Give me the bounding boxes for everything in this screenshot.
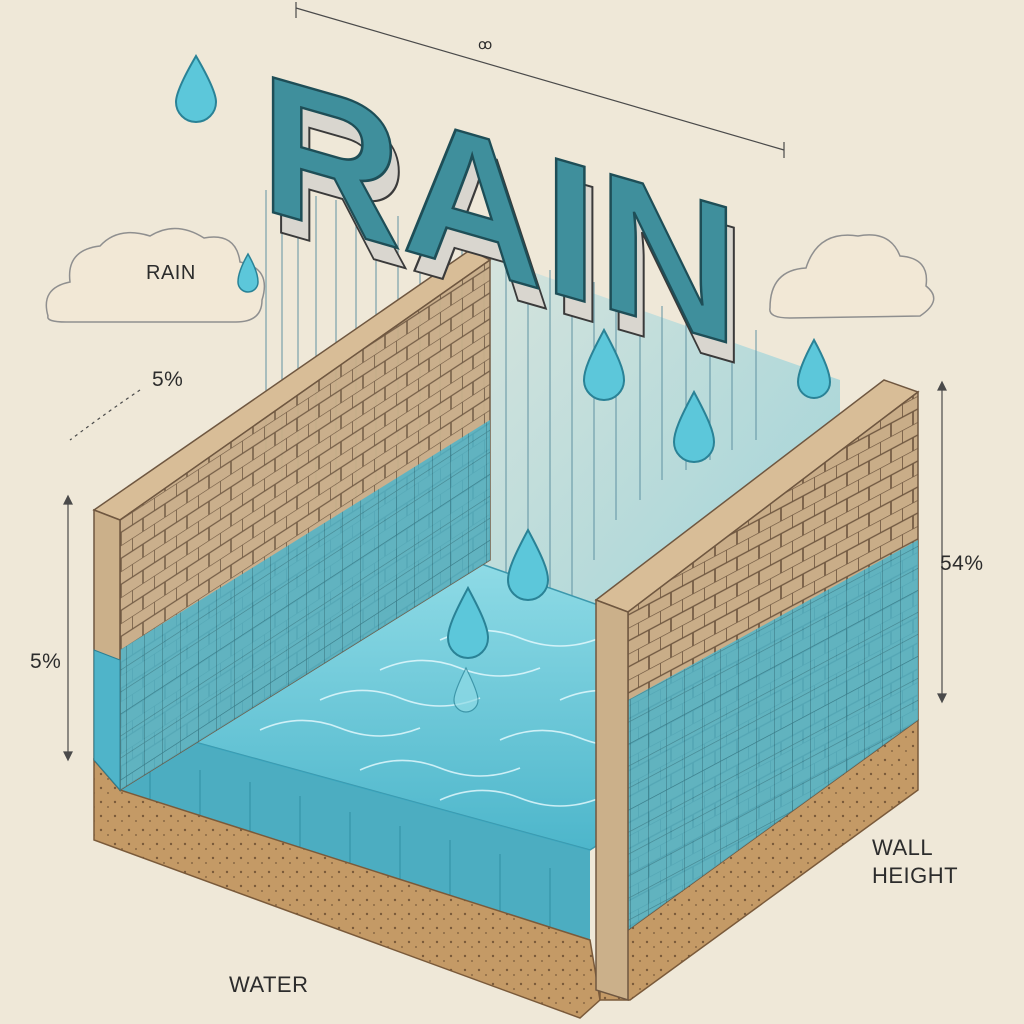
- cloud-icon-left: [45, 227, 266, 323]
- water-cross-section: [120, 738, 590, 940]
- left-wall-tiled-band: [120, 420, 490, 790]
- cloud-rain-label: RAIN: [146, 262, 196, 284]
- left-upper-percent-label: 5%: [152, 368, 184, 391]
- wall-height-label: WALL HEIGHT: [872, 835, 959, 888]
- raindrop-icon: [446, 585, 490, 659]
- raindrop-icon: [796, 337, 832, 399]
- top-dimension-label: ꝏ: [478, 36, 493, 52]
- water-label: WATER: [229, 972, 309, 997]
- raindrop-icon: [174, 54, 218, 123]
- raindrop-icon: [453, 666, 479, 713]
- left-wall-end-water: [93, 649, 121, 792]
- right-wall-tiled-band: [628, 540, 918, 930]
- right-wall-end: [595, 598, 629, 1002]
- raindrop-icon: [237, 252, 259, 293]
- right-percent-label: 54%: [940, 552, 984, 575]
- raindrop-icon: [506, 527, 550, 601]
- cloud-icon-right: [769, 234, 935, 319]
- raindrop-icon: [672, 389, 716, 463]
- dimension-lines: [63, 2, 947, 762]
- raindrop-icon: [582, 327, 626, 401]
- left-lower-percent-label: 5%: [30, 650, 62, 673]
